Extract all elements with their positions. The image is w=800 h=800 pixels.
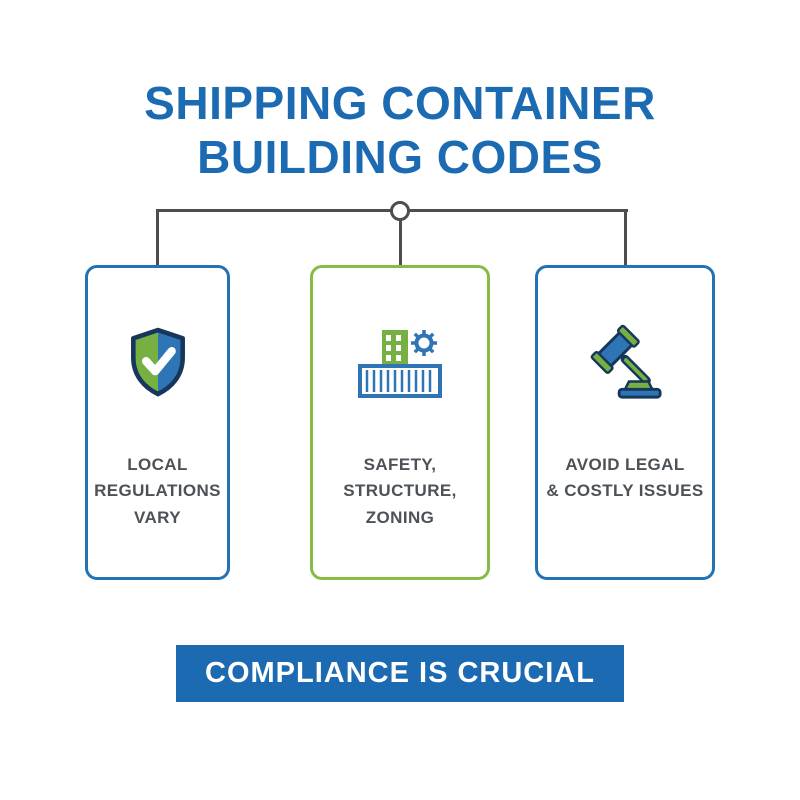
card-label-line: STRUCTURE,	[343, 481, 457, 501]
banner-label: COMPLIANCE IS CRUCIAL	[205, 657, 595, 689]
connector-node-circle	[390, 201, 410, 221]
card-label-line: VARY	[134, 507, 181, 527]
shield-check-icon	[126, 318, 190, 408]
card-label-line: REGULATIONS	[94, 481, 221, 501]
card-avoid-legal-issues: AVOID LEGAL & COSTLY ISSUES	[535, 265, 715, 580]
page-title-line1: SHIPPING CONTAINER	[144, 77, 656, 129]
card-safety-structure-zoning: SAFETY, STRUCTURE, ZONING	[310, 265, 490, 580]
card-label-line: ZONING	[365, 507, 435, 527]
page-title: SHIPPING CONTAINER BUILDING CODES	[0, 76, 800, 185]
card-label: LOCAL REGULATIONS VARY	[94, 452, 221, 531]
container-gear-icon	[354, 318, 446, 408]
card-label-line: & COSTLY ISSUES	[546, 481, 704, 501]
card-label: AVOID LEGAL & COSTLY ISSUES	[546, 452, 703, 505]
card-local-regulations: LOCAL REGULATIONS VARY	[85, 265, 230, 580]
connector-stub-right	[624, 209, 627, 266]
card-label-line: SAFETY,	[363, 455, 437, 474]
page-title-line2: BUILDING CODES	[197, 131, 603, 184]
card-label: SAFETY, STRUCTURE, ZONING	[343, 452, 457, 531]
connector-stub-left	[156, 209, 159, 266]
card-label-line: AVOID LEGAL	[565, 455, 685, 474]
connector-stub-middle	[399, 209, 402, 266]
compliance-banner: COMPLIANCE IS CRUCIAL	[176, 645, 624, 702]
card-label-line: LOCAL	[127, 455, 188, 474]
gavel-icon	[586, 318, 664, 408]
